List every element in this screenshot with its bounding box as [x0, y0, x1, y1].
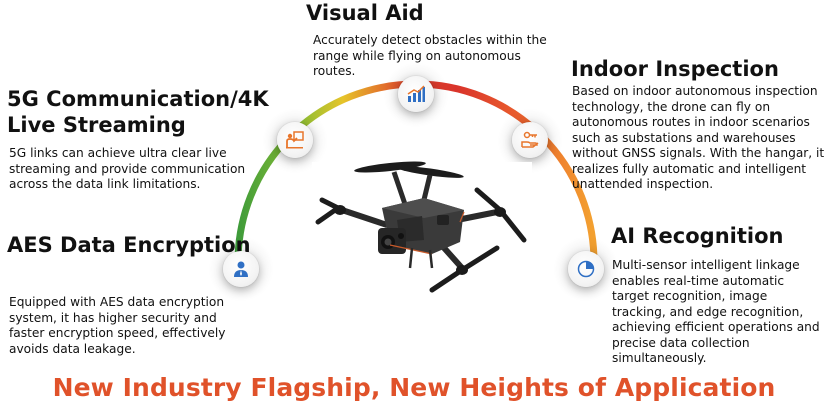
encryption-desc: Equipped with AES data encryption system… [9, 295, 226, 356]
footer-tagline: New Industry Flagship, New Heights of Ap… [52, 373, 776, 402]
visual-aid-icon-badge [398, 76, 434, 112]
ai-recognition-icon-badge [568, 251, 604, 287]
user-icon [234, 261, 248, 277]
visual-aid-title: Visual Aid [306, 1, 424, 25]
communication-title: 5G Communication/4K Live Streaming [7, 87, 269, 137]
pie-chart-icon [577, 260, 595, 278]
indoor-inspection-icon-badge [512, 122, 548, 158]
encryption-icon-badge [223, 251, 259, 287]
encryption-title: AES Data Encryption [7, 233, 251, 257]
ai-recognition-title: AI Recognition [611, 224, 784, 248]
drone-image [312, 150, 532, 300]
presenter-icon [286, 131, 304, 149]
ai-recognition-desc: Multi-sensor intelligent linkage enables… [612, 258, 820, 365]
indoor-inspection-desc: Based on indoor autonomous inspection te… [572, 84, 825, 191]
hand-key-icon [521, 131, 539, 148]
visual-aid-desc: Accurately detect obstacles within the r… [313, 33, 547, 78]
indoor-inspection-title: Indoor Inspection [571, 57, 779, 81]
communication-desc: 5G links can achieve ultra clear live st… [9, 146, 246, 191]
communication-icon-badge [277, 122, 313, 158]
drone-icon [312, 161, 532, 295]
bar-chart-icon [407, 85, 425, 102]
